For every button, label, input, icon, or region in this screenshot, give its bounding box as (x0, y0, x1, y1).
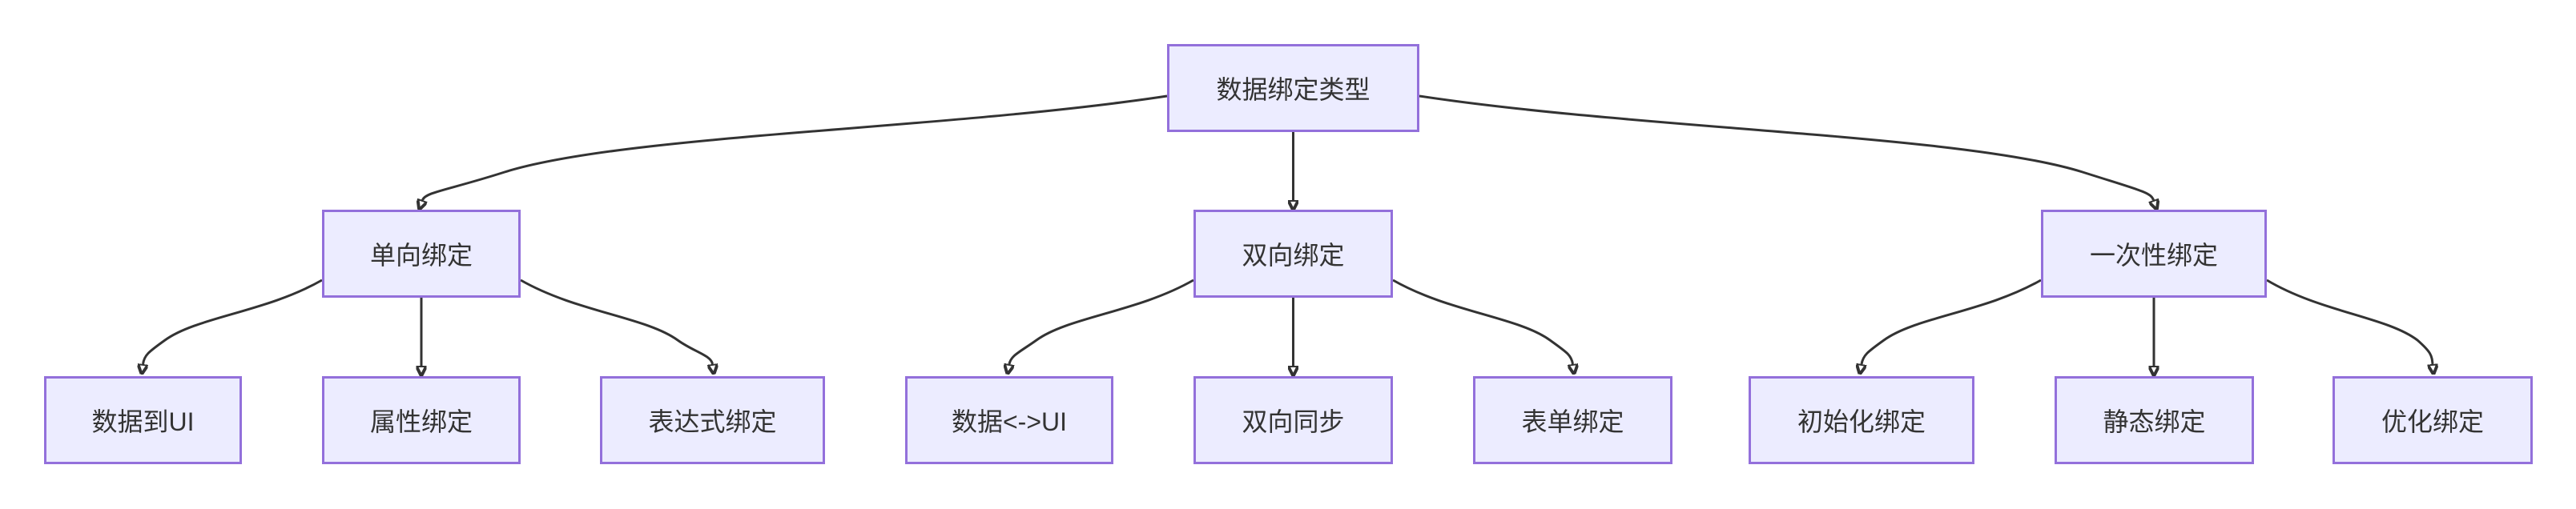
node-onetime-binding: 一次性绑定 (2041, 210, 2267, 298)
edge-root-to-onetime (1419, 94, 2154, 200)
edge-onetime-to-init-binding (1862, 279, 2042, 364)
node-init-binding-label: 初始化绑定 (1797, 407, 1926, 436)
node-expression-binding: 表达式绑定 (600, 376, 825, 464)
node-twoway-binding-label: 双向绑定 (1242, 241, 1345, 270)
edge-twoway-to-data-bidir-ui (1009, 279, 1194, 364)
node-static-binding: 静态绑定 (2055, 376, 2254, 464)
node-form-binding: 表单绑定 (1473, 376, 1672, 464)
node-onetime-binding-label: 一次性绑定 (2089, 241, 2218, 270)
node-data-to-ui-label: 数据到UI (91, 407, 195, 436)
edge-oneway-to-expression-binding (520, 279, 713, 364)
edge-root-to-oneway (423, 94, 1168, 200)
node-data-to-ui: 数据到UI (44, 376, 242, 464)
node-form-binding-label: 表单绑定 (1521, 407, 1624, 436)
edge-oneway-to-data-to-ui (143, 279, 323, 364)
node-oneway-binding: 单向绑定 (322, 210, 521, 298)
node-bidir-sync: 双向同步 (1193, 376, 1393, 464)
node-root: 数据绑定类型 (1167, 44, 1419, 132)
node-optimized-binding-label: 优化绑定 (2381, 407, 2484, 436)
node-data-bidir-ui: 数据<->UI (905, 376, 1113, 464)
node-init-binding: 初始化绑定 (1749, 376, 1974, 464)
node-data-bidir-ui-label: 数据<->UI (951, 407, 1068, 436)
edge-twoway-to-form-binding (1392, 279, 1573, 364)
node-optimized-binding: 优化绑定 (2332, 376, 2533, 464)
node-bidir-sync-label: 双向同步 (1242, 407, 1345, 436)
node-oneway-binding-label: 单向绑定 (369, 241, 473, 270)
node-property-binding-label: 属性绑定 (369, 407, 473, 436)
node-root-label: 数据绑定类型 (1216, 75, 1371, 104)
node-property-binding: 属性绑定 (322, 376, 521, 464)
node-expression-binding-label: 表达式绑定 (648, 407, 777, 436)
edge-onetime-to-optimized-binding (2266, 279, 2433, 364)
node-twoway-binding: 双向绑定 (1193, 210, 1393, 298)
node-static-binding-label: 静态绑定 (2103, 407, 2206, 436)
